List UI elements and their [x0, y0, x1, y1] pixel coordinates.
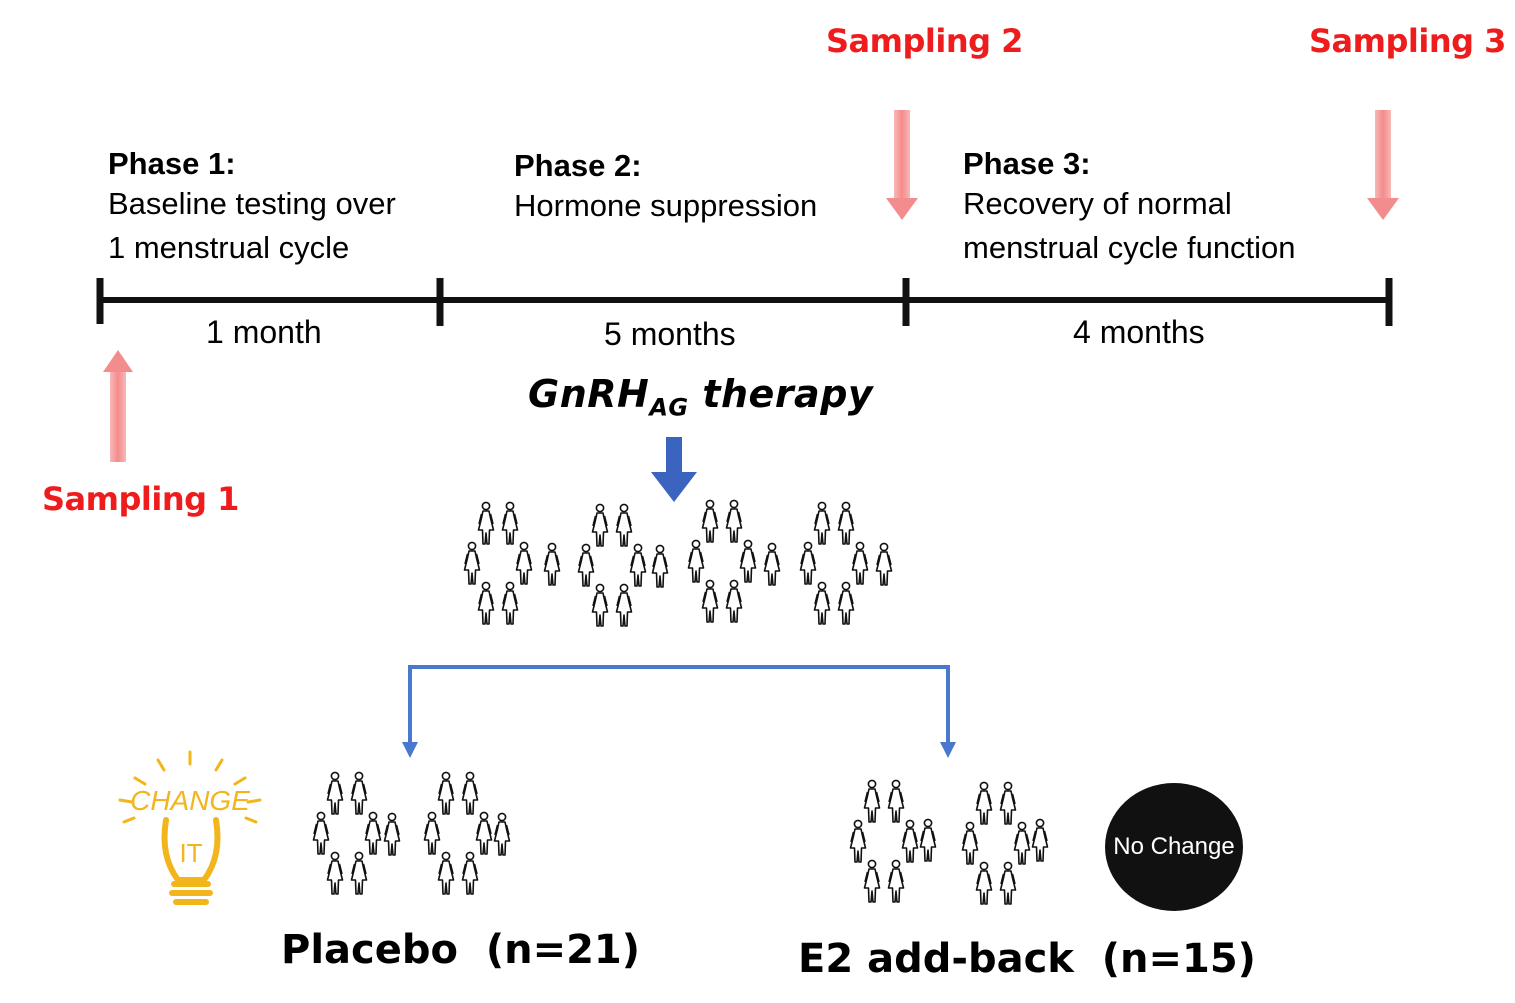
e2-arrowhead	[940, 742, 956, 758]
phase-1-text: Phase 1: Baseline testing over 1 menstru…	[108, 146, 396, 270]
no-change-badge: No Change	[1105, 783, 1243, 911]
woman-icon	[326, 851, 344, 895]
phase-1-duration: 1 month	[206, 314, 322, 350]
woman-icon	[629, 543, 647, 587]
woman-icon	[364, 811, 382, 855]
woman-icon	[687, 539, 705, 583]
change-it-bulb-icon: CHANGE IT	[118, 750, 262, 905]
woman-icon	[875, 542, 893, 586]
woman-icon	[615, 503, 633, 547]
woman-icon	[837, 581, 855, 625]
woman-icon	[501, 501, 519, 545]
therapy-rest: therapy	[702, 372, 874, 416]
participant-cluster-icon	[463, 499, 893, 627]
timeline	[96, 278, 1393, 326]
woman-icon	[591, 583, 609, 627]
woman-icon	[326, 771, 344, 815]
woman-icon	[461, 771, 479, 815]
sampling-1-label: Sampling 1	[42, 480, 239, 518]
placebo-label: Placebo (n=21)	[281, 927, 641, 973]
woman-icon	[437, 771, 455, 815]
woman-icon	[725, 499, 743, 543]
placebo-cluster-icon	[312, 771, 511, 895]
woman-icon	[475, 811, 493, 855]
phase-3-title: Phase 3:	[963, 146, 1091, 181]
woman-icon	[423, 811, 441, 855]
sampling-3-arrow	[1367, 110, 1399, 220]
placebo-arrowhead	[402, 742, 418, 758]
woman-icon	[312, 811, 330, 855]
woman-icon	[383, 812, 401, 856]
woman-icon	[799, 541, 817, 585]
woman-icon	[477, 581, 495, 625]
phase-1-desc-line-1: Baseline testing over	[108, 186, 396, 221]
woman-icon	[999, 861, 1017, 905]
woman-icon	[837, 501, 855, 545]
woman-icon	[919, 818, 937, 862]
woman-icon	[739, 539, 757, 583]
woman-icon	[887, 779, 905, 823]
sampling-1-arrow	[103, 350, 133, 462]
sampling-3-label: Sampling 3	[1309, 22, 1506, 60]
woman-icon	[515, 541, 533, 585]
therapy-label: GnRHAG therapy	[528, 372, 873, 422]
phase-3-desc-line-2: menstrual cycle function	[963, 230, 1296, 265]
woman-icon	[1013, 821, 1031, 865]
phase-1-desc-line-2: 1 menstrual cycle	[108, 230, 350, 265]
woman-icon	[725, 579, 743, 623]
woman-icon	[651, 544, 669, 588]
therapy-subscript: AG	[649, 393, 689, 422]
woman-icon	[477, 501, 495, 545]
phase-3-desc-line-1: Recovery of normal	[963, 186, 1232, 221]
phase-2-text: Phase 2: Hormone suppression	[514, 148, 817, 228]
woman-icon	[863, 779, 881, 823]
woman-icon	[591, 503, 609, 547]
woman-icon	[615, 583, 633, 627]
e2-cluster-icon	[849, 779, 1049, 905]
no-change-text: No Change	[1113, 833, 1235, 860]
therapy-main: GnRH	[528, 372, 650, 416]
woman-icon	[437, 851, 455, 895]
woman-icon	[463, 541, 481, 585]
phase-2-desc-line-1: Hormone suppression	[514, 188, 818, 223]
woman-icon	[461, 851, 479, 895]
change-text: CHANGE	[130, 785, 250, 816]
sampling-2-arrow	[886, 110, 918, 220]
woman-icon	[543, 542, 561, 586]
therapy-down-arrow	[651, 437, 697, 502]
woman-icon	[863, 859, 881, 903]
woman-icon	[849, 819, 867, 863]
woman-icon	[701, 499, 719, 543]
split-connector	[408, 665, 950, 746]
woman-icon	[961, 821, 979, 865]
woman-icon	[851, 541, 869, 585]
phase-2-duration: 5 months	[604, 316, 736, 352]
woman-icon	[813, 581, 831, 625]
woman-icon	[999, 781, 1017, 825]
woman-icon	[493, 812, 511, 856]
woman-icon	[901, 819, 919, 863]
woman-icon	[813, 501, 831, 545]
woman-icon	[350, 771, 368, 815]
phase-3-duration: 4 months	[1073, 314, 1205, 350]
it-text: IT	[179, 838, 202, 868]
sampling-2-label: Sampling 2	[826, 22, 1023, 60]
phase-3-text: Phase 3: Recovery of normal menstrual cy…	[963, 146, 1296, 270]
woman-icon	[975, 781, 993, 825]
phase-2-title: Phase 2:	[514, 148, 642, 183]
woman-icon	[501, 581, 519, 625]
woman-icon	[975, 861, 993, 905]
phase-1-title: Phase 1:	[108, 146, 236, 181]
woman-icon	[1031, 818, 1049, 862]
woman-icon	[350, 851, 368, 895]
woman-icon	[763, 542, 781, 586]
woman-icon	[577, 543, 595, 587]
woman-icon	[887, 859, 905, 903]
woman-icon	[701, 579, 719, 623]
e2-label: E2 add-back (n=15)	[798, 936, 1256, 982]
